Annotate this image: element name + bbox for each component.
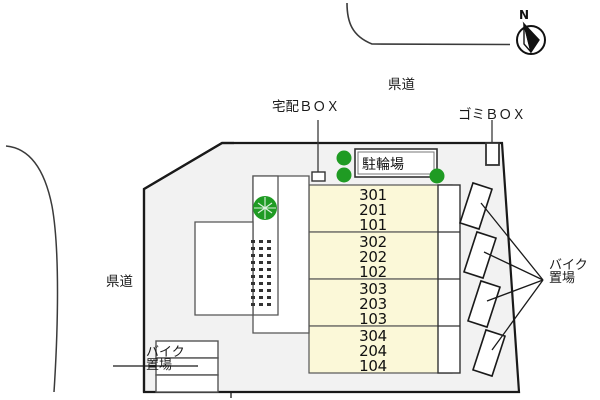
unit-label: 102 (359, 263, 387, 281)
compass-icon (516, 21, 546, 55)
unit-label: 204 (359, 342, 387, 360)
compass-north-label: N (519, 8, 530, 22)
road-label-left: 県道 (106, 274, 133, 289)
left-road-west-edge (5, 145, 59, 393)
motorcycle-parking-label-right-line2: 置場 (549, 270, 576, 285)
bicycle-parking-box-inner (357, 151, 435, 175)
motorcycle-stall-right-2 (462, 230, 498, 280)
unit-label: 301 (359, 186, 387, 204)
unit-label: 303 (359, 280, 387, 298)
motorcycle-stall-left-3 (155, 374, 219, 393)
stairs-icon (251, 240, 271, 306)
unit-label: 104 (359, 357, 387, 375)
motorcycle-parking-label-left-line1: バイク (146, 344, 185, 359)
motorcycle-parking-label-left-line2: 置場 (146, 357, 173, 372)
motorcycle-stall-right-4 (471, 328, 507, 378)
motorcycle-parking-label-right: バイク 置場 (549, 258, 588, 284)
unit-label: 203 (359, 295, 387, 313)
unit-label: 304 (359, 327, 387, 345)
site-boundary-west (142, 141, 234, 392)
motorcycle-stall-right-group (458, 181, 507, 378)
delivery-box-icon (311, 171, 326, 182)
unit-label: 101 (359, 216, 387, 234)
unit-label: 302 (359, 233, 387, 251)
motorcycle-right-leader-group (480, 202, 544, 351)
unit-label: 201 (359, 201, 387, 219)
delivery-box-label: 宅配ＢＯＸ (272, 99, 340, 114)
unit-label: 103 (359, 310, 387, 328)
road-label-top: 県道 (388, 77, 415, 92)
garbage-box-icon (485, 142, 500, 166)
bicycle-parking-label: 駐輪場 (362, 156, 404, 172)
motorcycle-parking-label-left: バイク 置場 (146, 345, 185, 371)
top-road-edge (346, 2, 511, 46)
motorcycle-stall-left-group (155, 340, 219, 393)
motorcycle-stall-right-3 (466, 279, 502, 329)
garbage-box-label: ゴミＢＯＸ (458, 107, 526, 122)
building-row-1 (308, 184, 453, 233)
tree-icon-group (253, 150, 445, 220)
unit-label: 202 (359, 248, 387, 266)
stair-landing (194, 221, 254, 316)
motorcycle-parking-label-right-line1: バイク (549, 257, 588, 272)
building-row-4 (308, 325, 453, 374)
